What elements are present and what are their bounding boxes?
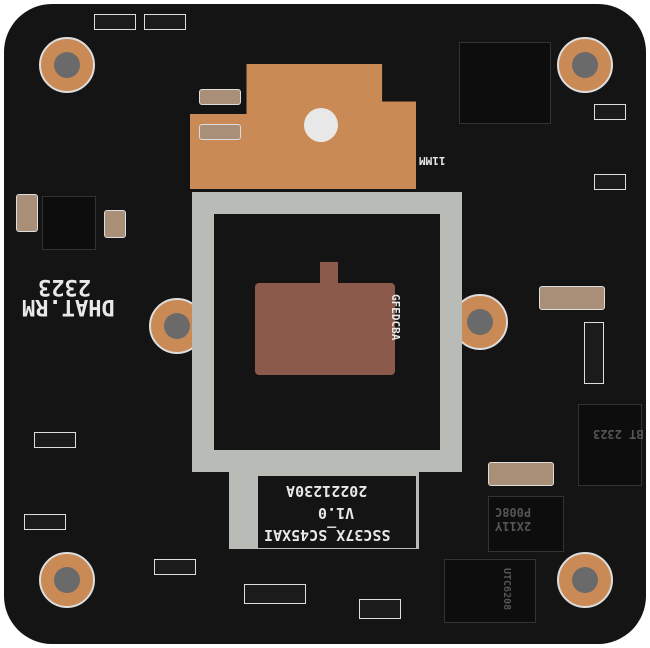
capacitor bbox=[199, 124, 241, 140]
resistor bbox=[94, 14, 136, 30]
copper-hole bbox=[304, 108, 338, 142]
capacitor bbox=[16, 194, 38, 232]
sensor-tab bbox=[320, 262, 338, 286]
regulator-chip: UTC6208 bbox=[444, 559, 536, 623]
inductor-marking: BT 2323 bbox=[593, 427, 644, 441]
image-sensor bbox=[255, 283, 395, 375]
mounting-hole-bottom-left bbox=[39, 552, 95, 608]
resistor bbox=[359, 599, 401, 619]
model-label: SSC37X_SC45XAI bbox=[264, 526, 391, 544]
inductor-mark-2: 2323 bbox=[593, 427, 622, 441]
resistor bbox=[594, 104, 626, 120]
lens-mount-hole-right bbox=[452, 294, 508, 350]
resistor bbox=[594, 174, 626, 190]
dimension-label: 11MM bbox=[419, 154, 446, 167]
capacitor bbox=[104, 210, 126, 238]
mounting-hole-top-right bbox=[557, 37, 613, 93]
mounting-hole-top-left bbox=[39, 37, 95, 93]
resistor bbox=[154, 559, 196, 575]
resistor bbox=[144, 14, 186, 30]
build-date-label: 20221230A bbox=[286, 482, 368, 500]
inductor-mark-1: BT bbox=[629, 427, 644, 441]
resistor bbox=[24, 514, 66, 530]
inductor: BT 2323 bbox=[578, 404, 644, 486]
regulator-marking: UTC6208 bbox=[501, 568, 512, 611]
capacitor bbox=[199, 89, 241, 105]
lens-holder-frame bbox=[192, 192, 462, 472]
mounting-hole-bottom-right bbox=[557, 552, 613, 608]
label-area: 20221230A V1.0 SSC37X_SC45XAI bbox=[258, 476, 416, 548]
capacitor bbox=[539, 286, 605, 310]
diode-mark-2: 2X11Y bbox=[495, 519, 532, 533]
version-label: V1.0 bbox=[318, 504, 355, 522]
diode-mark-1: P008C bbox=[495, 505, 532, 519]
date-code-label: 2323 bbox=[38, 274, 91, 299]
resistor bbox=[244, 584, 306, 604]
pin-labels: GFEDCBA bbox=[389, 294, 402, 341]
resistor bbox=[584, 322, 604, 384]
resistor bbox=[34, 432, 76, 448]
capacitor bbox=[488, 462, 554, 486]
qfn-chip bbox=[42, 196, 96, 250]
flash-chip bbox=[459, 42, 551, 124]
